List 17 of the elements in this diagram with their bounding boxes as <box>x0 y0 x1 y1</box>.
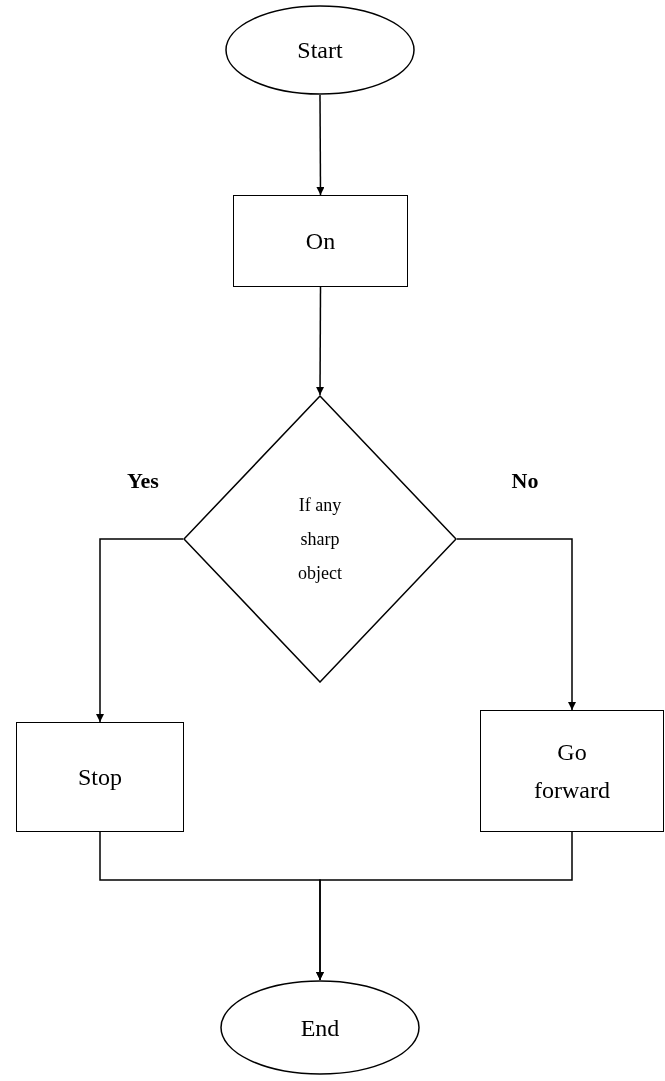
process-box <box>480 710 664 832</box>
node-text: Stop <box>78 763 122 792</box>
process-box <box>233 195 408 287</box>
node-text: End <box>300 1013 340 1043</box>
node-text: If any sharp object <box>297 494 343 585</box>
arrow <box>316 94 325 196</box>
decision-diamond <box>183 395 457 683</box>
arrow <box>316 286 325 396</box>
terminal-ellipse <box>220 980 420 1075</box>
arrow <box>316 831 573 981</box>
node-text: On <box>305 227 336 256</box>
process-box <box>16 722 184 832</box>
arrow <box>96 538 184 723</box>
node-text: Start <box>297 36 343 65</box>
terminal-ellipse <box>225 5 415 95</box>
arrow <box>456 538 576 711</box>
node-text: Go forward <box>533 738 611 805</box>
